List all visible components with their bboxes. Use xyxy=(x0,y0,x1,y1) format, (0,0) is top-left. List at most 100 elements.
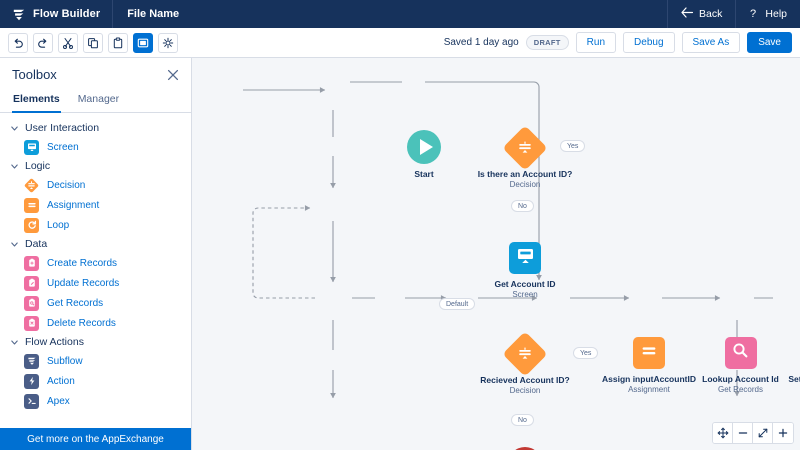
flow-node-stop[interactable]: Stop xyxy=(503,447,547,450)
sidebar-item-assignment[interactable]: Assignment xyxy=(0,195,191,215)
copy-button[interactable] xyxy=(83,32,103,53)
body-split: Toolbox Elements Manager User Interactio… xyxy=(0,58,800,450)
sidebar-item-update-records[interactable]: Update Records xyxy=(0,273,191,293)
connector-label-yes-2[interactable]: Yes xyxy=(573,347,599,359)
run-button[interactable]: Run xyxy=(575,32,617,53)
group-logic[interactable]: Logic xyxy=(0,157,191,175)
sidebar-item-label: Get Records xyxy=(47,297,104,309)
group-flow-actions[interactable]: Flow Actions xyxy=(0,333,191,351)
tab-elements[interactable]: Elements xyxy=(12,89,61,113)
sidebar-item-label: Delete Records xyxy=(47,317,116,329)
magnifier-icon xyxy=(731,341,750,365)
flow-logo-icon xyxy=(12,8,26,21)
stop-node-shape xyxy=(508,447,542,450)
decision-icon xyxy=(516,345,534,363)
flow-canvas[interactable]: Start Is there an Account ID? Decision xyxy=(192,58,800,450)
decision-icon xyxy=(24,178,39,193)
toggle-toolbox-button[interactable] xyxy=(133,32,153,53)
assignment-icon xyxy=(640,342,658,365)
sidebar-item-subflow[interactable]: Subflow xyxy=(0,351,191,371)
sidebar-item-label: Subflow xyxy=(47,355,83,367)
assignment-node-shape xyxy=(633,337,665,369)
node-sublabel: Decision xyxy=(509,385,541,395)
sidebar-item-delete-records[interactable]: Delete Records xyxy=(0,313,191,333)
action-icon xyxy=(24,373,39,389)
flow-node-screen-1[interactable]: Get Account ID Screen xyxy=(481,242,569,300)
node-sublabel: Assignment xyxy=(781,385,800,395)
delete-records-icon xyxy=(24,315,39,331)
appexchange-link[interactable]: Get more on the AppExchange xyxy=(0,428,191,450)
sidebar-item-get-records[interactable]: Get Records xyxy=(0,293,191,313)
flow-node-assignment-1[interactable]: Assign inputAccountID Assignment xyxy=(597,337,701,395)
apex-icon xyxy=(24,393,39,409)
flow-node-decision-1[interactable]: Is there an Account ID? Decision xyxy=(465,125,585,190)
node-label: Lookup Account Id xyxy=(702,374,779,384)
update-records-icon xyxy=(24,275,39,291)
connector-label-no-1[interactable]: No xyxy=(511,200,534,212)
pan-mode-button[interactable] xyxy=(713,423,733,443)
sidebar-item-loop[interactable]: Loop xyxy=(0,215,191,235)
question-mark-icon: ? xyxy=(749,7,759,22)
connector-label-default[interactable]: Default xyxy=(439,298,476,310)
create-records-icon xyxy=(24,255,39,271)
sidebar-item-decision[interactable]: Decision xyxy=(0,175,191,195)
status-badge: DRAFT xyxy=(525,35,569,50)
save-as-button[interactable]: Save As xyxy=(681,32,741,53)
zoom-in-button[interactable] xyxy=(773,423,793,443)
connector-label-no-2[interactable]: No xyxy=(511,414,534,426)
screen-icon xyxy=(24,139,39,155)
group-user-interaction[interactable]: User Interaction xyxy=(0,119,191,137)
node-label: Assign inputAccountID xyxy=(602,374,696,384)
sidebar-item-apex[interactable]: Apex xyxy=(0,391,191,411)
global-header: Flow Builder File Name Back ? Help xyxy=(0,0,800,28)
toolbox-tabs: Elements Manager xyxy=(0,89,191,113)
node-label: Recieved Account ID? xyxy=(480,375,570,385)
flow-node-start[interactable]: Start xyxy=(402,130,446,180)
redo-button[interactable] xyxy=(33,32,53,53)
toolbox-title: Toolbox xyxy=(12,67,57,82)
connector-label-yes-1[interactable]: Yes xyxy=(560,140,586,152)
help-button[interactable]: ? Help xyxy=(735,0,800,28)
group-data[interactable]: Data xyxy=(0,235,191,253)
node-sublabel: Assignment xyxy=(628,384,670,394)
flow-node-get-records[interactable]: Lookup Account Id Get Records xyxy=(696,337,785,395)
toolbox-element-list: User Interaction Screen Logic xyxy=(0,113,191,428)
debug-button[interactable]: Debug xyxy=(623,32,675,53)
back-button[interactable]: Back xyxy=(667,0,735,28)
chevron-down-icon xyxy=(10,338,19,347)
cut-button[interactable] xyxy=(58,32,78,53)
close-icon[interactable] xyxy=(167,69,179,81)
sidebar-item-label: Assignment xyxy=(47,199,100,211)
zoom-to-fit-button[interactable] xyxy=(753,423,773,443)
loop-icon xyxy=(24,217,39,233)
sidebar-item-label: Create Records xyxy=(47,257,118,269)
arrow-left-icon xyxy=(681,7,694,21)
chevron-down-icon xyxy=(10,162,19,171)
saved-status-text: Saved 1 day ago xyxy=(443,37,519,48)
tab-manager[interactable]: Manager xyxy=(77,93,120,105)
sidebar-item-create-records[interactable]: Create Records xyxy=(0,253,191,273)
undo-button[interactable] xyxy=(8,32,28,53)
app-brand-label: Flow Builder xyxy=(33,8,101,20)
app-brand[interactable]: Flow Builder xyxy=(0,0,114,28)
sidebar-item-label: Apex xyxy=(47,395,70,407)
flow-node-assignment-2[interactable]: Set billing city to SF Assignment xyxy=(781,337,800,395)
sidebar-item-label: Update Records xyxy=(47,277,120,289)
save-button[interactable]: Save xyxy=(747,32,792,53)
get-records-icon xyxy=(24,295,39,311)
start-node-shape xyxy=(407,130,441,164)
settings-button[interactable] xyxy=(158,32,178,53)
zoom-out-button[interactable] xyxy=(733,423,753,443)
decision-node-shape xyxy=(502,331,548,377)
svg-text:?: ? xyxy=(750,8,756,19)
sidebar-item-screen[interactable]: Screen xyxy=(0,137,191,157)
paste-button[interactable] xyxy=(108,32,128,53)
toolbox-panel: Toolbox Elements Manager User Interactio… xyxy=(0,58,192,450)
get-records-node-shape xyxy=(724,337,757,369)
screen-node-shape xyxy=(509,242,541,274)
sidebar-item-action[interactable]: Action xyxy=(0,371,191,391)
group-label: User Interaction xyxy=(25,122,100,134)
file-name[interactable]: File Name xyxy=(127,8,180,20)
flow-node-decision-2[interactable]: Recieved Account ID? Decision xyxy=(467,331,583,396)
